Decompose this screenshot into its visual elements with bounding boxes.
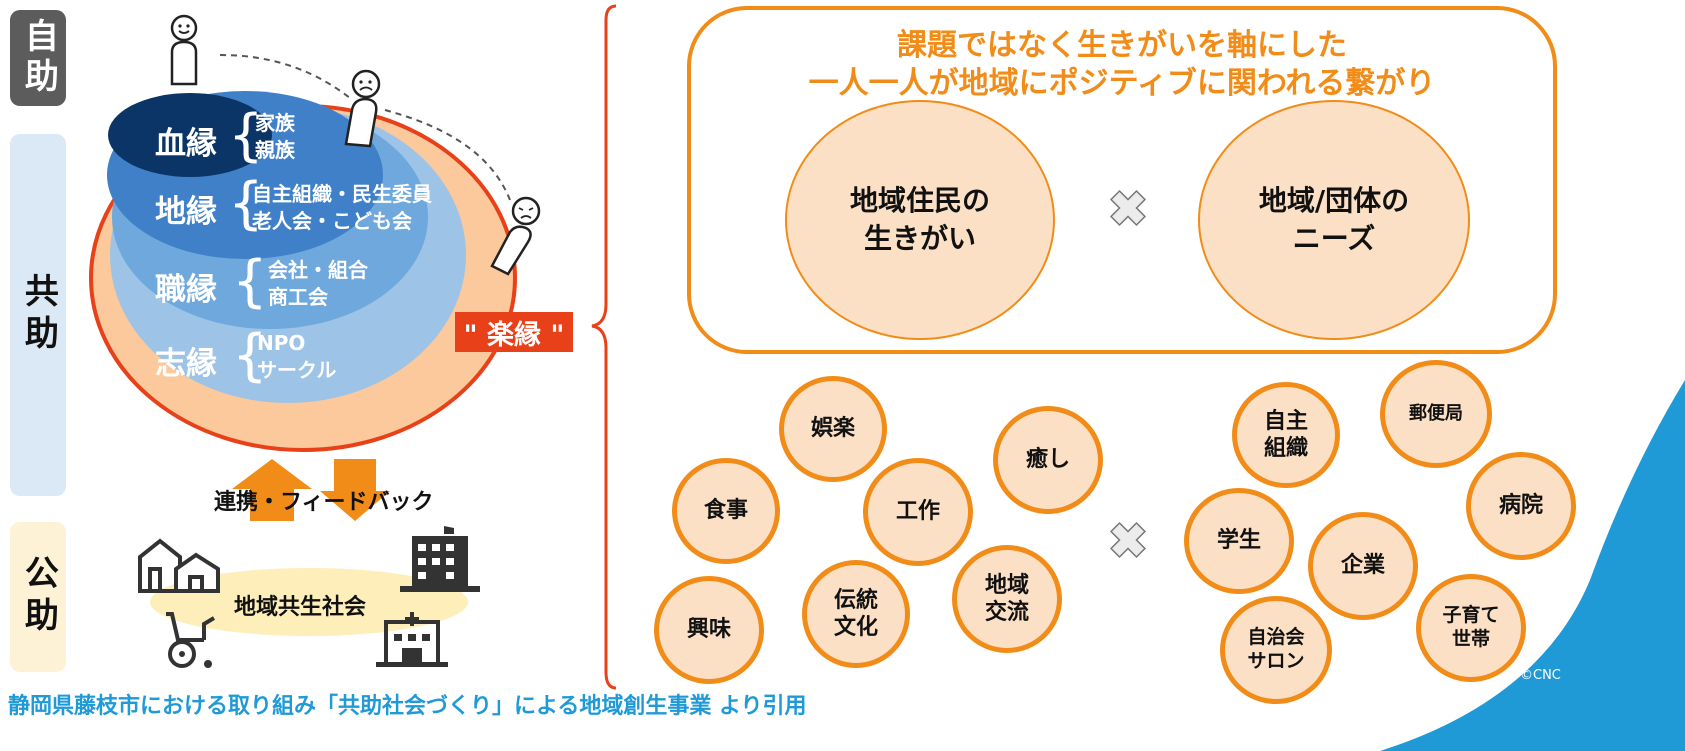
bubble-gakusei: 学生 bbox=[1184, 488, 1294, 594]
ikigai-circle: 地域住民の 生きがい bbox=[785, 100, 1055, 340]
frowning-person-icon bbox=[344, 69, 381, 148]
tie-label-shien: 志縁 bbox=[155, 346, 217, 382]
cross-connector-icon-bottom bbox=[1109, 521, 1147, 559]
blue-corner-decoration bbox=[1380, 380, 1685, 751]
bubble-iyashi: 癒し bbox=[993, 406, 1103, 514]
wheelchair-icon bbox=[166, 612, 216, 668]
dashed-link-line bbox=[219, 54, 511, 201]
brace-shokuen: { bbox=[232, 249, 268, 314]
down-arrow-icon bbox=[320, 459, 390, 521]
office-building-icon bbox=[400, 526, 480, 592]
bubble-jishu-soshiki: 自主 組織 bbox=[1232, 382, 1340, 488]
ties-diagram bbox=[89, 54, 517, 452]
upset-person-icon bbox=[490, 196, 541, 276]
cross-connector-icon-top bbox=[1109, 189, 1147, 227]
needs-circle: 地域/団体の ニーズ bbox=[1198, 100, 1470, 340]
bubble-dentou-bunka: 伝統 文化 bbox=[802, 560, 910, 668]
grouping-brace bbox=[591, 4, 617, 690]
bubble-kyoumi: 興味 bbox=[654, 576, 764, 684]
footer-caption: 静岡県藤枝市における取り組み「共助社会づくり」による地域創生事業 より引用 bbox=[8, 694, 807, 719]
bubble-kigyou: 企業 bbox=[1308, 512, 1418, 620]
feedback-label: 連携・フィードバック bbox=[214, 490, 434, 515]
ketsuen-ellipse bbox=[108, 93, 272, 177]
tie-items-chien: 自主組織・民生委員 老人会・こども会 bbox=[252, 182, 432, 233]
brace-shien: { bbox=[232, 323, 268, 388]
feedback-arrows bbox=[232, 459, 390, 521]
tie-items-shien: NPO サークル bbox=[257, 331, 337, 382]
tie-items-ketsuen: 家族 親族 bbox=[255, 111, 295, 162]
hospital-icon bbox=[376, 612, 448, 667]
bubble-goraku: 娯楽 bbox=[779, 376, 887, 482]
bubble-chiiki-kouryu: 地域 交流 bbox=[952, 545, 1062, 653]
bubble-shokuji: 食事 bbox=[672, 458, 780, 564]
kojo-label: 公助 bbox=[10, 522, 66, 672]
headline-line1: 課題ではなく生きがいを軸にした bbox=[897, 28, 1347, 63]
brace-chien: { bbox=[228, 171, 264, 236]
bubble-kosodate-setai: 子育て 世帯 bbox=[1416, 574, 1526, 682]
smiling-person-icon bbox=[170, 14, 198, 86]
rakuen-label: " 楽縁 " bbox=[455, 312, 573, 352]
tie-label-chien: 地縁 bbox=[155, 194, 217, 230]
bubble-byouin: 病院 bbox=[1466, 452, 1576, 560]
houses-icon bbox=[138, 538, 220, 593]
community-label: 地域共生社会 bbox=[234, 595, 367, 620]
tie-label-ketsuen: 血縁 bbox=[155, 126, 217, 162]
jijo-label: 自助 bbox=[10, 10, 66, 106]
bubble-kousaku: 工作 bbox=[863, 458, 973, 566]
kyojo-label: 共助 bbox=[10, 134, 66, 496]
tie-label-shokuen: 職縁 bbox=[155, 272, 217, 308]
bubble-yuubinkyoku: 郵便局 bbox=[1380, 360, 1492, 468]
brace-ketsuen: { bbox=[228, 103, 264, 168]
up-arrow-icon bbox=[232, 459, 312, 521]
tie-items-shokuen: 会社・組合 商工会 bbox=[268, 258, 368, 309]
bubble-jichikai-salon: 自治会 サロン bbox=[1220, 596, 1332, 704]
copyright-text: ©CNC bbox=[1520, 668, 1561, 683]
headline-line2: 一人一人が地域にポジティブに関われる繋がり bbox=[808, 66, 1436, 101]
headline-box bbox=[687, 6, 1557, 354]
